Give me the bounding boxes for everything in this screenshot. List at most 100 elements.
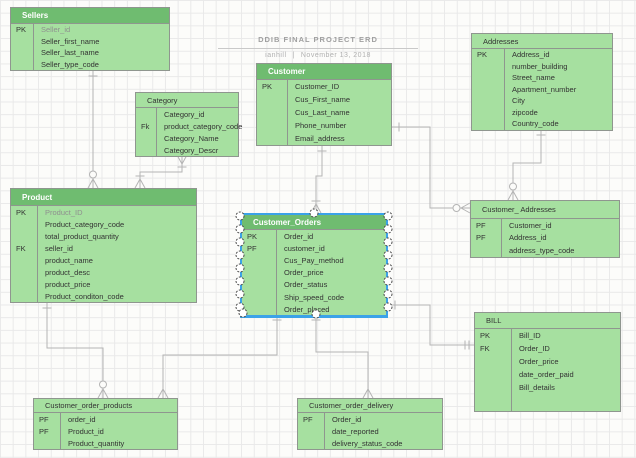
table-title[interactable]: Addresses (472, 34, 612, 49)
table-row[interactable]: Seller_type_code (11, 59, 169, 71)
table-row[interactable]: City (472, 95, 612, 107)
table-row[interactable]: product_desc (11, 266, 196, 278)
key-label: PK (16, 207, 27, 217)
column-name: Category_id (164, 109, 205, 119)
table-title[interactable]: Customer_order_delivery (298, 399, 442, 413)
table-row[interactable]: Product_quantity (34, 437, 177, 449)
table-row[interactable]: address_type_code (471, 244, 619, 257)
table-row[interactable]: product_name (11, 254, 196, 266)
table-row[interactable]: product_price (11, 278, 196, 290)
column-name: Customer_ID (295, 82, 340, 91)
column-name: Seller_type_code (41, 59, 99, 69)
column-name: Category_Name (164, 133, 219, 143)
table-title[interactable]: Customer (257, 64, 391, 80)
column-name: Product_quantity (68, 438, 125, 448)
key-label: FK (16, 243, 26, 253)
table-row[interactable]: Order_price (475, 355, 620, 368)
key-label: PK (480, 331, 491, 340)
key-label: PK (247, 231, 258, 241)
column-name: Product_conditon_code (45, 291, 124, 301)
table-row[interactable]: Bill_details (475, 381, 620, 394)
key-label: PF (247, 243, 257, 253)
table-row[interactable]: Cus_Last_name (257, 106, 391, 119)
column-name: Seller_last_name (41, 48, 99, 58)
table-row[interactable]: PK Bill_ID (475, 329, 620, 342)
table-row[interactable]: Seller_last_name (11, 47, 169, 59)
table-row[interactable]: total_product_quantity (11, 230, 196, 242)
table-row[interactable]: Street_name (472, 72, 612, 84)
table-row[interactable]: date_reported (298, 425, 442, 437)
table-row[interactable]: Phone_number (257, 119, 391, 132)
table-row[interactable]: date_order_paid (475, 368, 620, 381)
column-name: Cus_Last_name (295, 108, 350, 117)
column-name: date_order_paid (519, 370, 574, 379)
table-title[interactable]: Customer_order_products (34, 399, 177, 413)
table-row[interactable]: Cus_First_name (257, 93, 391, 106)
table-title[interactable]: Category (136, 93, 238, 108)
table-row[interactable]: Category_id (136, 108, 238, 120)
table-row[interactable]: Product_category_code (11, 218, 196, 230)
table-row[interactable]: Ship_speed_code (242, 291, 386, 303)
column-name: Ship_speed_code (284, 292, 345, 302)
key-label: PF (476, 233, 486, 243)
column-name: total_product_quantity (45, 231, 119, 241)
key-label: FK (480, 344, 490, 353)
table-row[interactable]: Cus_Pay_method (242, 254, 386, 266)
key-label: PF (39, 414, 49, 424)
table-row[interactable]: zipcode (472, 107, 612, 119)
column-name: Order_price (519, 357, 559, 366)
table-row[interactable]: Category_Descr (136, 144, 238, 156)
table-row[interactable]: Email_address (257, 132, 391, 145)
table-row[interactable]: Category_Name (136, 132, 238, 144)
column-name: Cus_Pay_method (284, 255, 344, 265)
column-name: Order_price (284, 268, 324, 278)
table-row[interactable]: Country_code (472, 118, 612, 130)
table-row[interactable]: Seller_first_name (11, 36, 169, 48)
table-title[interactable]: BILL (475, 313, 620, 329)
table-title[interactable]: Customer_ Addresses (471, 201, 619, 219)
column-name: Product_category_code (45, 219, 125, 229)
table-row[interactable]: delivery_status_code (298, 437, 442, 449)
column-name: product_price (45, 279, 91, 289)
table-title[interactable]: Customer_Orders (242, 215, 386, 230)
table-row[interactable]: Order_placed (242, 303, 386, 315)
table-title[interactable]: Product (11, 189, 196, 206)
table-row[interactable]: Product_conditon_code (11, 290, 196, 302)
table-row[interactable]: Order_price (242, 267, 386, 279)
table-row[interactable]: number_building (472, 61, 612, 73)
column-name: Customer_id (509, 220, 552, 230)
table-row[interactable]: Apartment_number (472, 84, 612, 96)
table-title[interactable]: Sellers (11, 8, 169, 24)
column-name: Bill_ID (519, 331, 541, 340)
title-divider (218, 48, 418, 49)
table-row[interactable]: Order_status (242, 279, 386, 291)
